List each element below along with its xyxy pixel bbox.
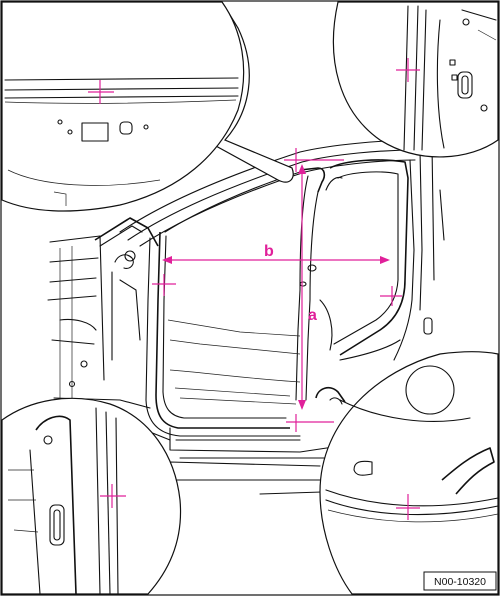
- dimension-a-arrow-top: [298, 164, 306, 174]
- reference-cross-zoom-bottom-left: [100, 484, 126, 508]
- zoom-detail-b-pillar: [332, 1, 499, 158]
- reference-cross-roof: [284, 148, 344, 172]
- dimension-a-arrow-bottom: [298, 400, 306, 410]
- zoom-detail-rear-sill: [319, 351, 499, 595]
- reference-cross-rear-pillar: [380, 286, 402, 306]
- figure-code-box: N00-10320: [423, 571, 497, 591]
- reference-cross-zoom-top-left: [88, 80, 114, 104]
- reference-cross-zoom-bottom-right: [396, 494, 420, 520]
- figure-code: N00-10320: [434, 576, 486, 588]
- dimension-b-arrow-left: [162, 256, 172, 264]
- dimension-a-label: a: [308, 307, 317, 324]
- body-structure: [47, 139, 445, 495]
- reference-cross-zoom-top-right: [396, 58, 420, 82]
- dimension-b-arrow-right: [380, 256, 390, 264]
- reference-cross-sill: [286, 414, 334, 432]
- dimension-b-label: b: [264, 243, 274, 260]
- measurement-marks: b a: [88, 58, 420, 520]
- reference-cross-front-pillar: [152, 274, 176, 296]
- zoom-detail-a-pillar: [1, 397, 182, 595]
- zoom-detail-roof-rail: [1, 1, 294, 212]
